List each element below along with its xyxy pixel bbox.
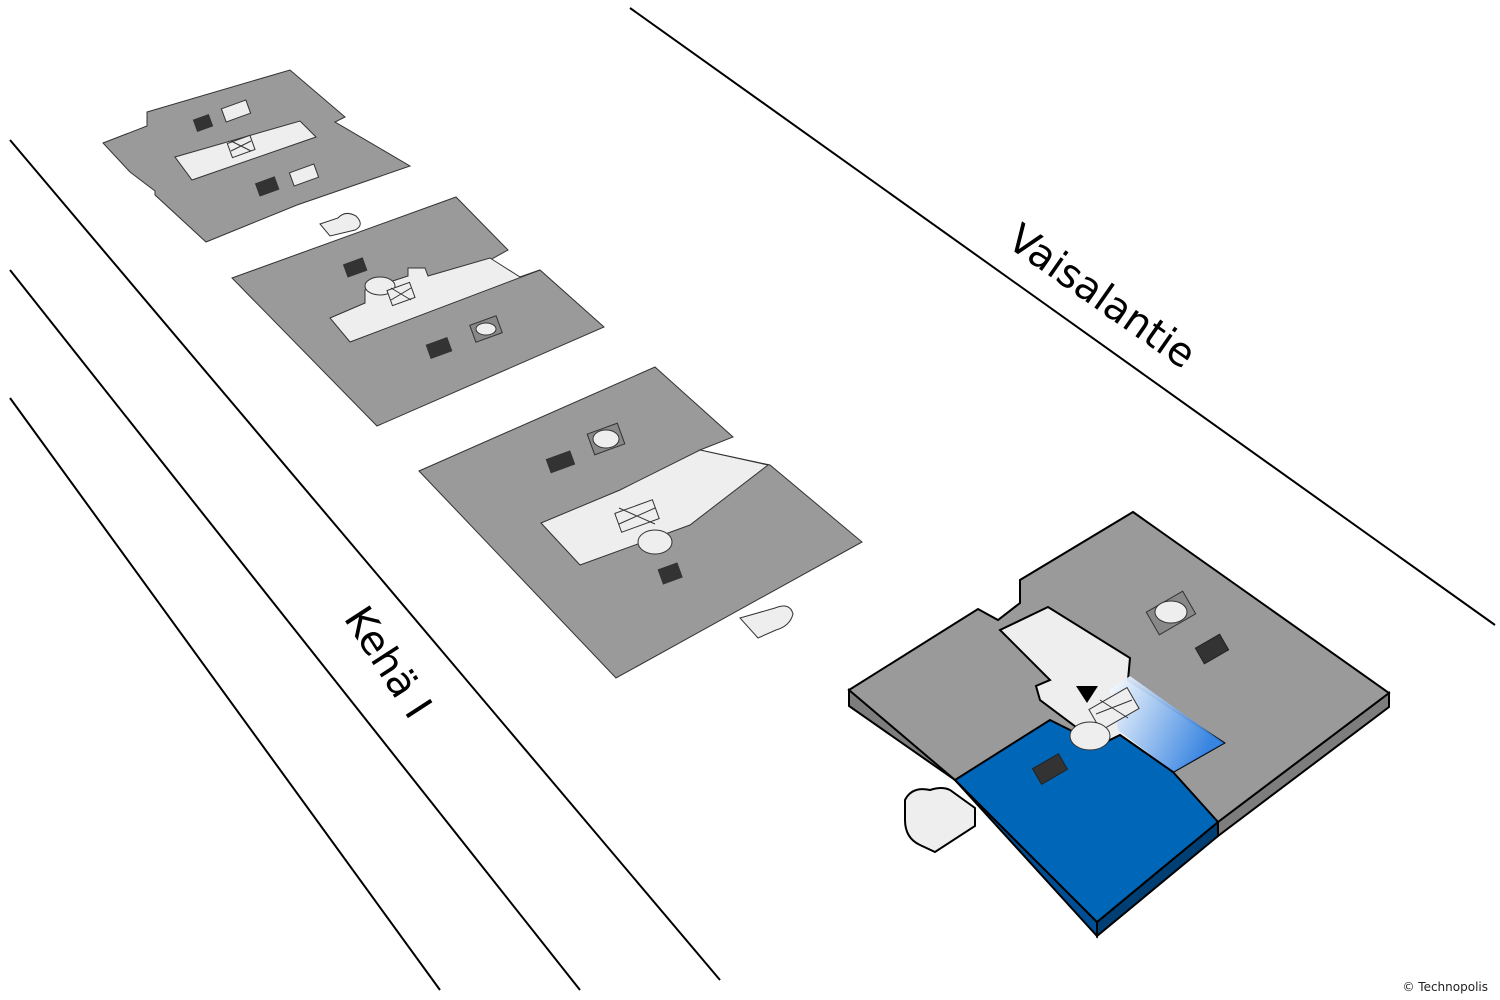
toilet-icon — [220, 99, 252, 123]
staircase-icon — [545, 450, 576, 474]
keha-road-line-2 — [9, 269, 581, 991]
floor-4-bridge — [319, 212, 361, 237]
floor-3[interactable] — [231, 196, 605, 427]
toilet-icon — [637, 529, 673, 555]
floor-3-corridor — [329, 257, 541, 343]
copyright-text: © Technopolis — [1402, 980, 1488, 994]
floor-4[interactable] — [102, 69, 412, 243]
triangle-marker-icon — [1076, 686, 1098, 703]
staircase-icon — [342, 257, 368, 278]
staircase-icon — [425, 337, 453, 359]
keha-road-line-1 — [9, 139, 721, 981]
floor-2-bridge — [739, 605, 794, 639]
road-lines — [9, 7, 1496, 991]
vaisalantie-label: Vaisalantie — [999, 216, 1204, 379]
keha-road-line-3 — [9, 397, 441, 991]
floor-1-corridor-highlight — [1110, 676, 1224, 772]
staircase-icon — [1031, 753, 1069, 785]
vaisalantie-road-line — [629, 7, 1496, 626]
floor-2[interactable] — [418, 366, 863, 679]
floor-1-entrance-bridge — [904, 787, 976, 854]
staircase-icon — [254, 176, 280, 197]
toilet-icon — [288, 163, 320, 187]
staircase-icon — [192, 113, 214, 133]
toilet-icon — [1069, 721, 1111, 751]
staircase-icon — [1194, 633, 1230, 665]
floor-1[interactable] — [847, 510, 1391, 939]
staircase-icon — [657, 562, 683, 585]
floor-1-highlighted-area — [953, 718, 1220, 924]
keha-label: Kehä I — [335, 598, 441, 726]
